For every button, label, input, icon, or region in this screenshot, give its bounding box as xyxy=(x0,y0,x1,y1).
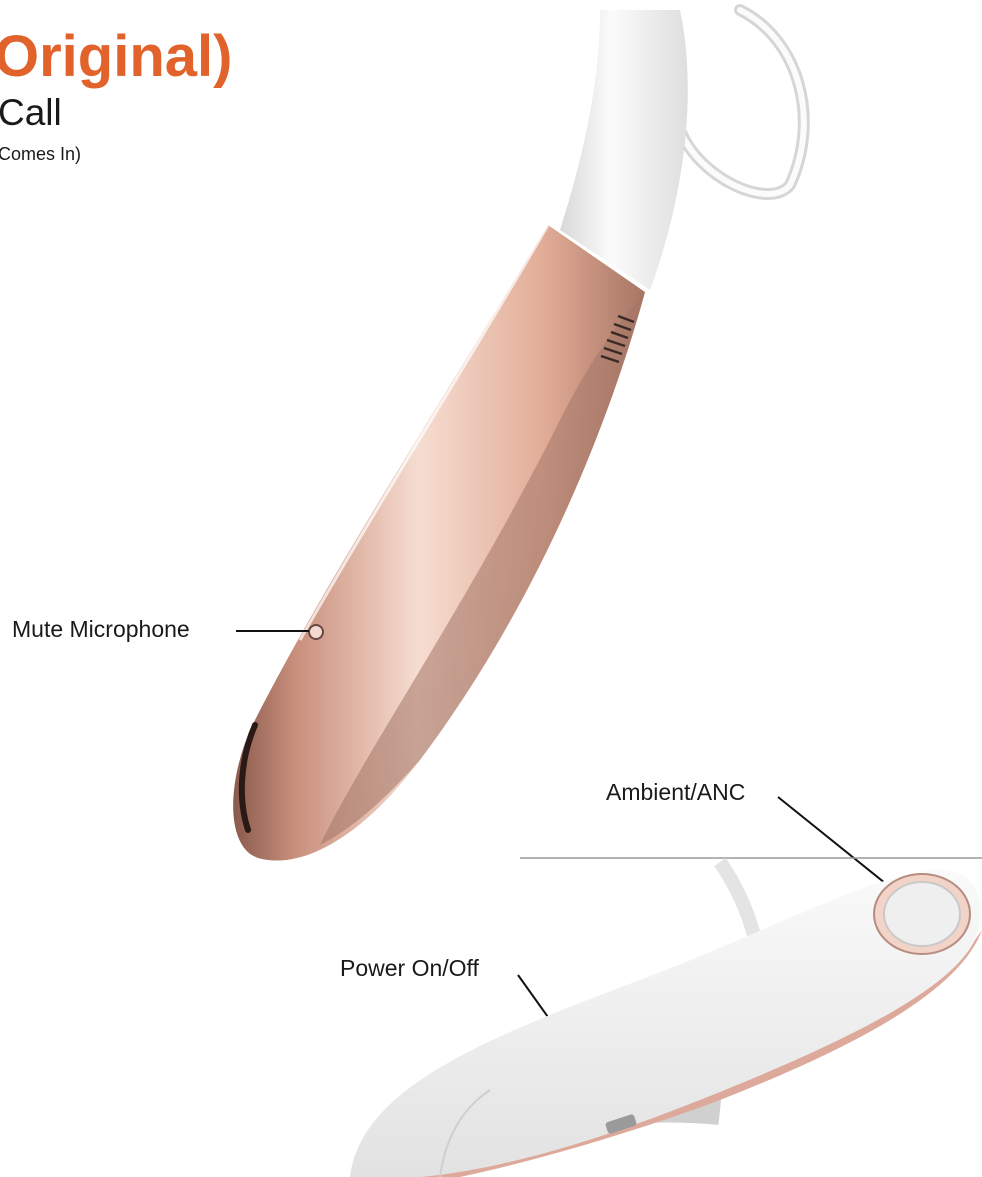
mute-microphone-label: Mute Microphone xyxy=(12,618,190,641)
ambient-anc-label: Ambient/ANC xyxy=(606,781,745,804)
neckband-rose-body xyxy=(233,225,645,861)
page-note: Comes In) xyxy=(0,145,81,163)
power-on-off-label: Power On/Off xyxy=(340,957,479,980)
page-subtitle: Call xyxy=(0,94,62,131)
mute-button-dot xyxy=(309,625,323,639)
page-title: Original) xyxy=(0,28,232,86)
inset-view xyxy=(350,858,982,1177)
cable-loop xyxy=(680,10,804,194)
